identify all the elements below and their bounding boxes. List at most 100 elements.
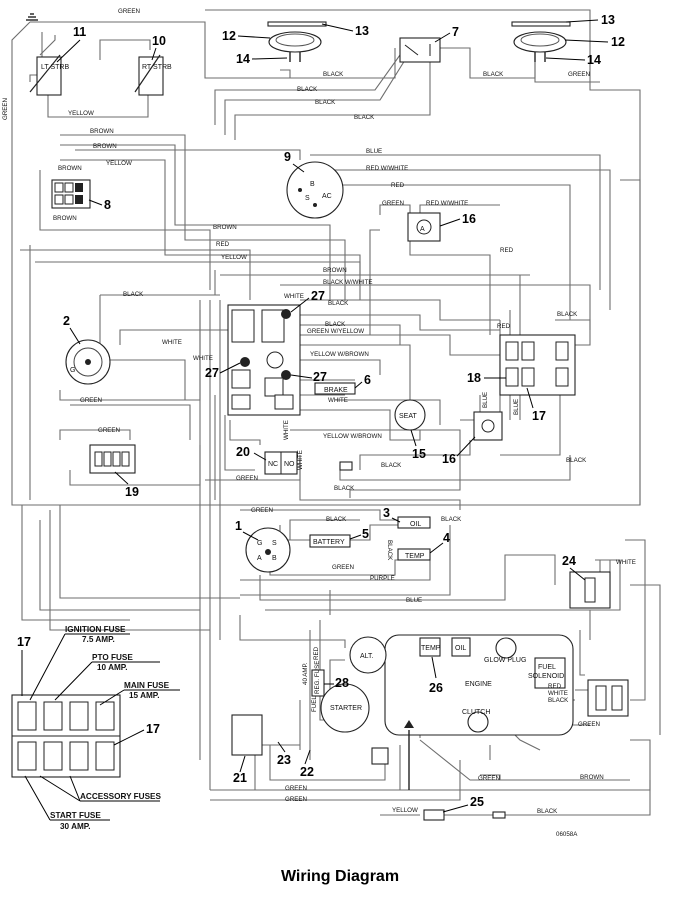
relay-16-bottom [473, 411, 503, 441]
svg-text:BLACK: BLACK [315, 99, 336, 106]
svg-text:16: 16 [442, 452, 456, 466]
work-light-left [267, 21, 327, 62]
pto-switch: B AC S [286, 161, 344, 219]
svg-text:BROWN: BROWN [58, 165, 82, 172]
battery [231, 714, 263, 756]
relay-block [499, 334, 576, 396]
svg-text:YELLOW: YELLOW [106, 160, 132, 167]
svg-text:14: 14 [587, 53, 601, 67]
svg-text:06058A: 06058A [556, 831, 578, 838]
diagram-title: Wiring Diagram [280, 868, 400, 885]
svg-text:A: A [257, 555, 262, 562]
svg-text:17: 17 [146, 722, 160, 736]
svg-text:30 AMP.: 30 AMP. [60, 822, 91, 831]
engine-ground-symbol [404, 720, 414, 790]
svg-text:BLUE: BLUE [513, 399, 520, 415]
svg-text:GREEN: GREEN [382, 200, 404, 207]
connector-19 [89, 444, 136, 474]
svg-text:25: 25 [470, 795, 484, 809]
seat-switch: SEAT [394, 399, 426, 431]
svg-text:RED: RED [391, 182, 405, 189]
svg-text:BLACK: BLACK [297, 86, 318, 93]
connector-25 [423, 809, 445, 821]
svg-text:BLACK: BLACK [354, 114, 375, 121]
svg-text:NO: NO [284, 461, 295, 468]
svg-text:BLACK: BLACK [386, 540, 393, 561]
svg-text:FUEL: FUEL [538, 664, 556, 671]
svg-text:1: 1 [235, 519, 242, 533]
starter-solenoid [371, 747, 389, 765]
svg-text:7.5 AMP.: 7.5 AMP. [82, 635, 115, 644]
engine-label: ENGINE [465, 681, 492, 688]
svg-text:FUEL: FUEL [311, 696, 318, 712]
svg-text:10 AMP.: 10 AMP. [97, 663, 128, 672]
svg-text:12: 12 [611, 35, 625, 49]
rt-strb-label: RT STRB [142, 64, 172, 71]
svg-text:GREEN: GREEN [236, 475, 258, 482]
svg-text:STARTER: STARTER [330, 705, 362, 712]
svg-text:GREEN W/YELLOW: GREEN W/YELLOW [307, 328, 364, 335]
svg-text:WHITE: WHITE [328, 397, 348, 404]
svg-text:3: 3 [383, 506, 390, 520]
svg-text:15: 15 [412, 447, 426, 461]
svg-text:BROWN: BROWN [90, 128, 114, 135]
svg-text:GREEN: GREEN [2, 98, 9, 120]
svg-text:AC: AC [322, 193, 332, 200]
svg-text:6: 6 [364, 373, 371, 387]
ground-symbol-top-left [26, 13, 38, 21]
svg-text:B: B [272, 555, 277, 562]
ignition-key-switch: G S B A [245, 527, 291, 573]
svg-text:RED: RED [548, 683, 562, 690]
fuel-connector [587, 679, 629, 717]
svg-text:YELLOW: YELLOW [68, 110, 94, 117]
svg-text:G: G [70, 367, 75, 374]
svg-text:YELLOW W/BROWN: YELLOW W/BROWN [310, 351, 369, 358]
svg-text:GREEN: GREEN [98, 427, 120, 434]
battery-fuse: BATTERY [309, 534, 351, 548]
svg-text:16: 16 [462, 212, 476, 226]
svg-text:WHITE: WHITE [548, 690, 568, 697]
wire-labels: GREEN YELLOW GREEN BLACK BLACK BLACK BLA… [2, 8, 636, 838]
svg-text:GLOW PLUG: GLOW PLUG [484, 657, 526, 664]
svg-text:RED: RED [216, 241, 230, 248]
svg-text:17: 17 [17, 635, 31, 649]
svg-text:TEMP: TEMP [421, 645, 441, 652]
svg-text:40 AMP.: 40 AMP. [302, 662, 309, 685]
svg-text:11: 11 [73, 25, 86, 39]
svg-text:YELLOW W/BROWN: YELLOW W/BROWN [323, 433, 382, 440]
svg-text:NC: NC [268, 461, 278, 468]
svg-text:A: A [420, 226, 425, 233]
svg-text:GREEN: GREEN [478, 775, 500, 782]
svg-text:26: 26 [429, 681, 443, 695]
svg-text:27: 27 [205, 366, 219, 380]
svg-text:BROWN: BROWN [323, 267, 347, 274]
svg-text:2: 2 [63, 314, 70, 328]
hour-meter: G [65, 339, 111, 385]
svg-text:23: 23 [277, 753, 291, 767]
svg-text:PURPLE: PURPLE [370, 575, 395, 582]
svg-text:BROWN: BROWN [53, 215, 77, 222]
svg-text:MAIN FUSE: MAIN FUSE [124, 681, 170, 690]
svg-text:BLACK: BLACK [537, 808, 558, 815]
svg-text:BLACK: BLACK [326, 516, 347, 523]
svg-text:YELLOW: YELLOW [221, 254, 247, 261]
svg-text:20: 20 [236, 445, 250, 459]
svg-text:BLUE: BLUE [406, 597, 422, 604]
svg-text:14: 14 [236, 52, 250, 66]
svg-text:OIL: OIL [455, 645, 466, 652]
starter: STARTER [320, 683, 370, 733]
svg-text:REG. FUSE: REG. FUSE [314, 661, 321, 694]
svg-text:BLACK: BLACK [441, 516, 462, 523]
svg-text:GREEN: GREEN [285, 785, 307, 792]
lt-strb-label: LT STRB [41, 64, 69, 71]
light-switch [399, 37, 441, 63]
svg-text:OIL: OIL [410, 521, 421, 528]
svg-text:RED W/WHITE: RED W/WHITE [426, 200, 468, 207]
svg-text:WHITE: WHITE [283, 420, 290, 440]
svg-text:RED: RED [500, 247, 514, 254]
interlock-module [227, 304, 301, 416]
fuse-labels: IGNITION FUSE 7.5 AMP. PTO FUSE 10 AMP. … [24, 625, 180, 831]
svg-text:GREEN: GREEN [251, 507, 273, 514]
